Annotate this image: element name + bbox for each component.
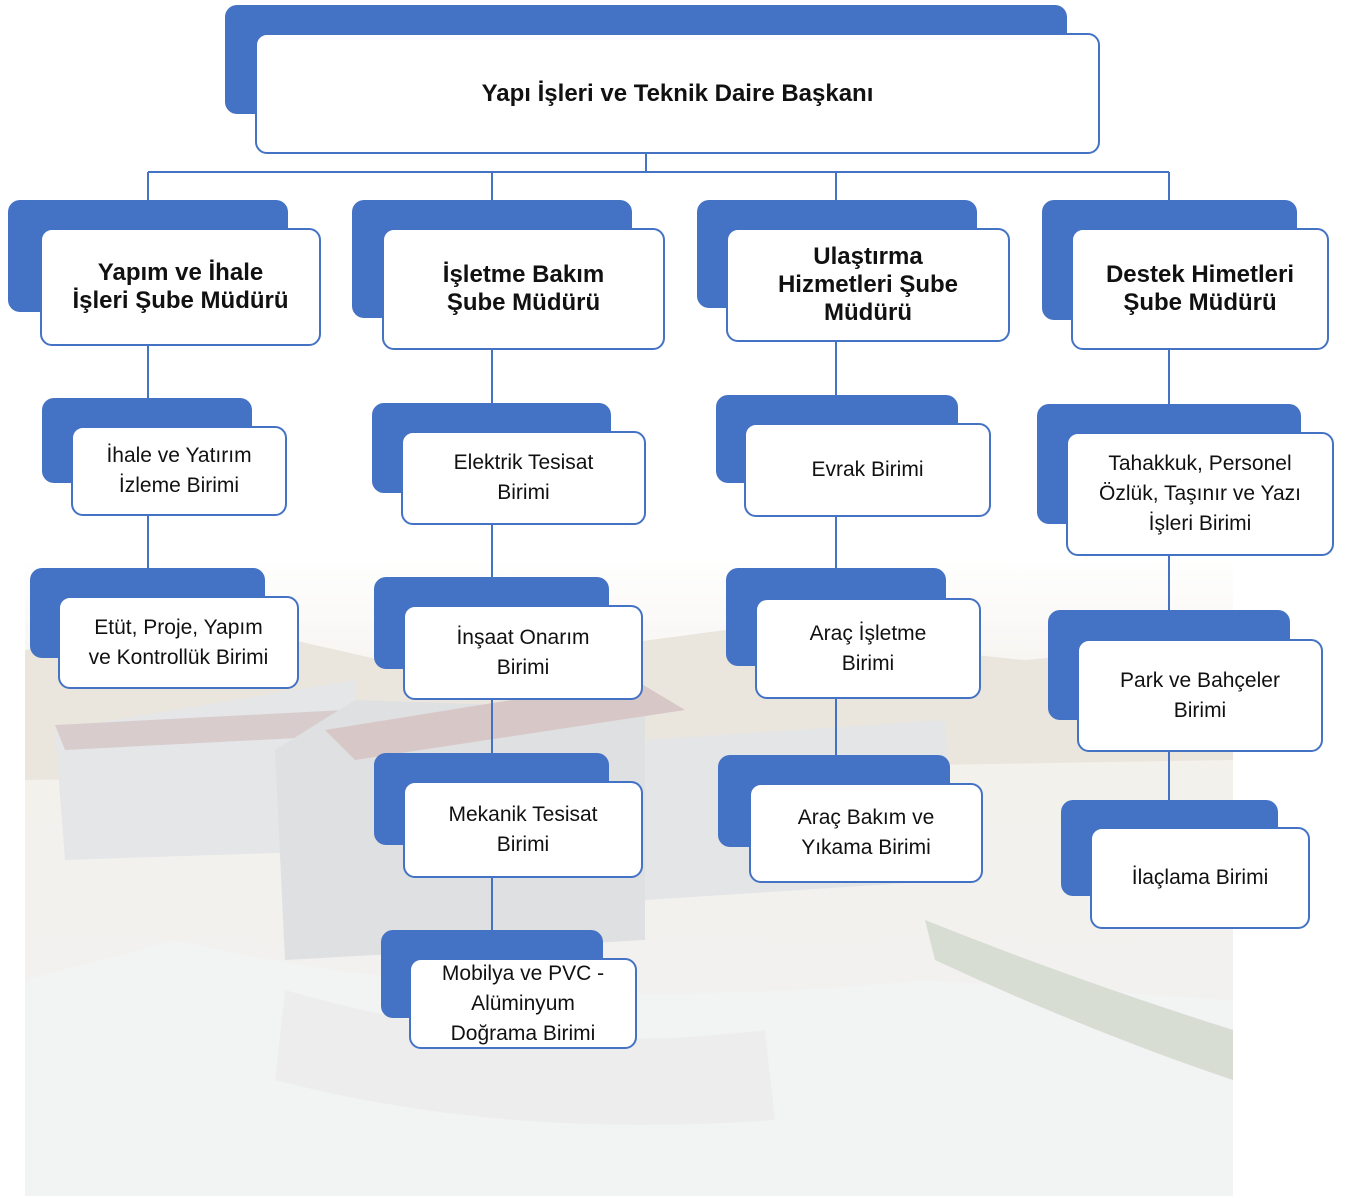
unit-label: İlaçlama Birimi <box>1131 866 1269 889</box>
manager-title: Ulaştırma Hizmetleri Şube Müdürü <box>777 243 959 326</box>
unit-label: Elektrik Tesisat Birimi <box>453 451 594 504</box>
unit-label: Park ve Bahçeler Birimi <box>1120 668 1280 722</box>
unit-label: Tahakkuk, Personel Özlük, Taşınır ve Yaz… <box>1099 452 1301 535</box>
manager-title: Destek Himetleri Şube Müdürü <box>1105 261 1295 316</box>
unit-label: Evrak Birimi <box>811 458 924 481</box>
unit-label: Araç İşletme Birimi <box>809 621 927 675</box>
unit-label: İhale ve Yatırım İzleme Birimi <box>106 444 252 497</box>
manager-title: İşletme Bakım Şube Müdürü <box>442 261 605 316</box>
unit-label: Mekanik Tesisat Birimi <box>448 802 598 856</box>
unit-label: Araç Bakım ve Yıkama Birimi <box>797 806 935 859</box>
unit-label: İnşaat Onarım Birimi <box>456 625 590 679</box>
manager-title: Yapım ve İhale İşleri Şube Müdürü <box>72 259 289 314</box>
root-title: Yapı İşleri ve Teknik Daire Başkanı <box>481 80 874 107</box>
unit-label: Etüt, Proje, Yapım ve Kontrollük Birimi <box>88 615 269 669</box>
unit-label: Mobilya ve PVC - Alüminyum Doğrama Birim… <box>441 961 605 1045</box>
